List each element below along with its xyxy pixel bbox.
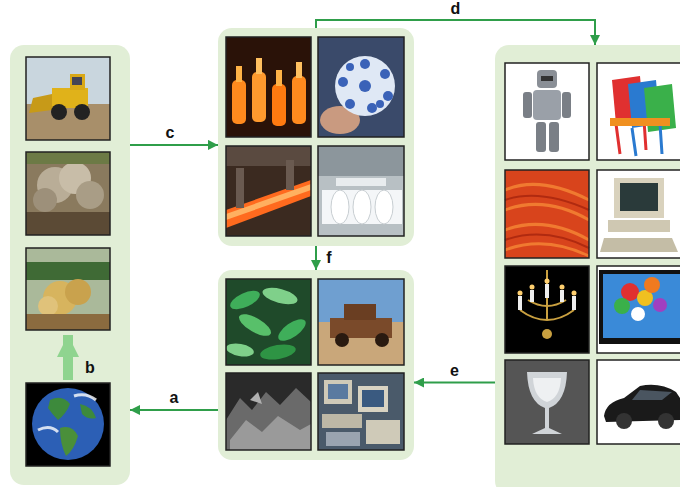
flow-arrow <box>130 409 218 411</box>
disc-wafer-photo <box>318 37 404 137</box>
glass-bottles-photo <box>226 37 311 137</box>
e-waste-photo <box>318 373 404 450</box>
edge-letter: f <box>326 249 331 266</box>
dust-cloud-photo <box>26 248 110 330</box>
car-photo <box>597 360 680 444</box>
crystal-glass-photo <box>505 360 589 444</box>
mining-blast-photo <box>26 152 110 235</box>
flow-arrow <box>316 20 595 45</box>
edge-letter: a <box>170 389 179 406</box>
loader-photo <box>26 57 110 140</box>
scrap-metal-photo <box>226 373 311 450</box>
tv-photo <box>597 266 680 353</box>
edge-label-anchor: f <box>326 249 331 267</box>
edge-label-anchor: c <box>166 124 175 142</box>
edge-label-anchor: a <box>170 389 179 407</box>
edge-letter: d <box>451 0 461 17</box>
edge-letter: c <box>166 124 175 141</box>
chandelier-photo <box>505 266 589 353</box>
photo-frames <box>26 37 680 466</box>
flow-arrow <box>414 382 495 384</box>
steel-mill-photo <box>226 146 311 236</box>
rusty-car-photo <box>318 279 404 365</box>
edge-label-anchor: b <box>85 359 95 377</box>
plastic-bottles-photo <box>225 279 311 365</box>
yarn-photo <box>505 170 589 258</box>
edge-letter: b <box>85 359 95 376</box>
edge-label-anchor: d <box>451 0 461 18</box>
block-arrow <box>63 335 73 380</box>
earth-photo <box>26 383 110 466</box>
old-computer-photo <box>597 170 680 258</box>
paper-rolls-photo <box>318 146 404 236</box>
edge-label-anchor: e <box>450 362 459 380</box>
edge-letter: e <box>450 362 459 379</box>
chairs-photo <box>597 63 680 160</box>
flow-arrow <box>130 144 218 146</box>
flow-arrow <box>315 246 317 270</box>
robot-photo <box>505 63 589 160</box>
